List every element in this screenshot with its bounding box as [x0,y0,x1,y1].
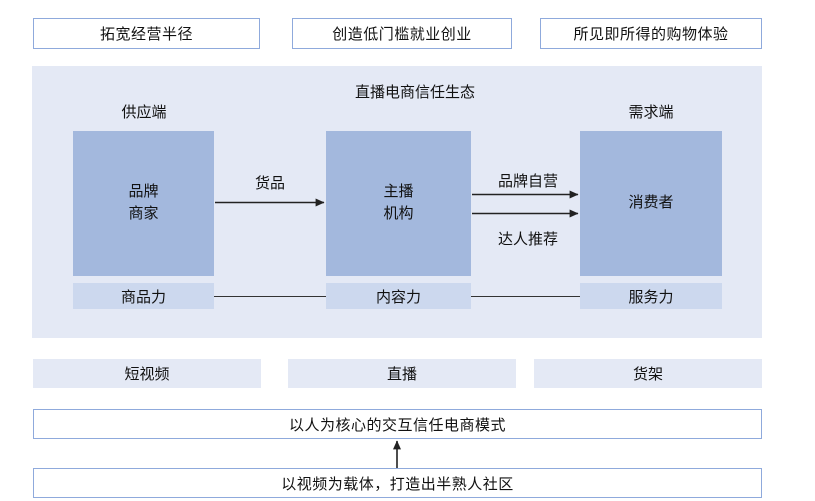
entity-anchor-line2: 机构 [383,205,414,222]
flow-label-goods: 货品 [254,176,285,192]
capability-connector-right [471,296,580,297]
top-goal-box-3[interactable]: 所见即所得的购物体验 [540,18,762,49]
entity-consumer-line1: 消费者 [628,194,674,211]
foundation-label-2: 以视频为载体，打造出半熟人社区 [281,476,514,493]
capability-bar-service-power[interactable]: 服务力 [580,283,722,309]
flow-label-brand-self-operated: 品牌自营 [497,174,558,190]
channel-label-3: 货架 [632,367,663,383]
channel-label-1: 短视频 [124,367,170,383]
channel-bar-livestream[interactable]: 直播 [288,359,516,388]
entity-brand-line1: 品牌 [128,183,159,200]
channel-label-2: 直播 [386,367,417,383]
ecosystem-title: 直播电商信任生态 [354,85,475,101]
capability-bar-product-power[interactable]: 商品力 [73,283,214,309]
demand-side-label: 需求端 [628,105,674,121]
capability-label-3: 服务力 [628,289,674,306]
capability-label-2: 内容力 [375,289,421,306]
entity-box-brand-merchant[interactable]: 品牌 商家 [73,131,214,276]
top-goal-box-1[interactable]: 拓宽经营半径 [33,18,260,49]
entity-box-anchor-agency[interactable]: 主播 机构 [326,131,471,276]
entity-brand-line2: 商家 [128,205,159,222]
capability-label-1: 商品力 [120,289,166,306]
channel-bar-shelf[interactable]: 货架 [534,359,762,388]
foundation-box-video-community[interactable]: 以视频为载体，打造出半熟人社区 [33,468,762,498]
entity-box-consumer[interactable]: 消费者 [580,131,722,276]
channel-bar-short-video[interactable]: 短视频 [33,359,261,388]
supply-side-label: 供应端 [121,105,167,121]
foundation-box-trust-model[interactable]: 以人为核心的交互信任电商模式 [33,409,762,439]
top-goal-label-3: 所见即所得的购物体验 [573,27,729,43]
top-goal-label-1: 拓宽经营半径 [99,27,193,43]
entity-anchor-line1: 主播 [383,183,414,200]
top-goal-box-2[interactable]: 创造低门槛就业创业 [292,18,512,49]
foundation-label-1: 以人为核心的交互信任电商模式 [288,417,506,434]
flow-label-influencer-recommend: 达人推荐 [497,232,558,248]
capability-bar-content-power[interactable]: 内容力 [326,283,471,309]
top-goal-label-2: 创造低门槛就业创业 [332,27,472,43]
capability-connector-left [214,296,326,297]
